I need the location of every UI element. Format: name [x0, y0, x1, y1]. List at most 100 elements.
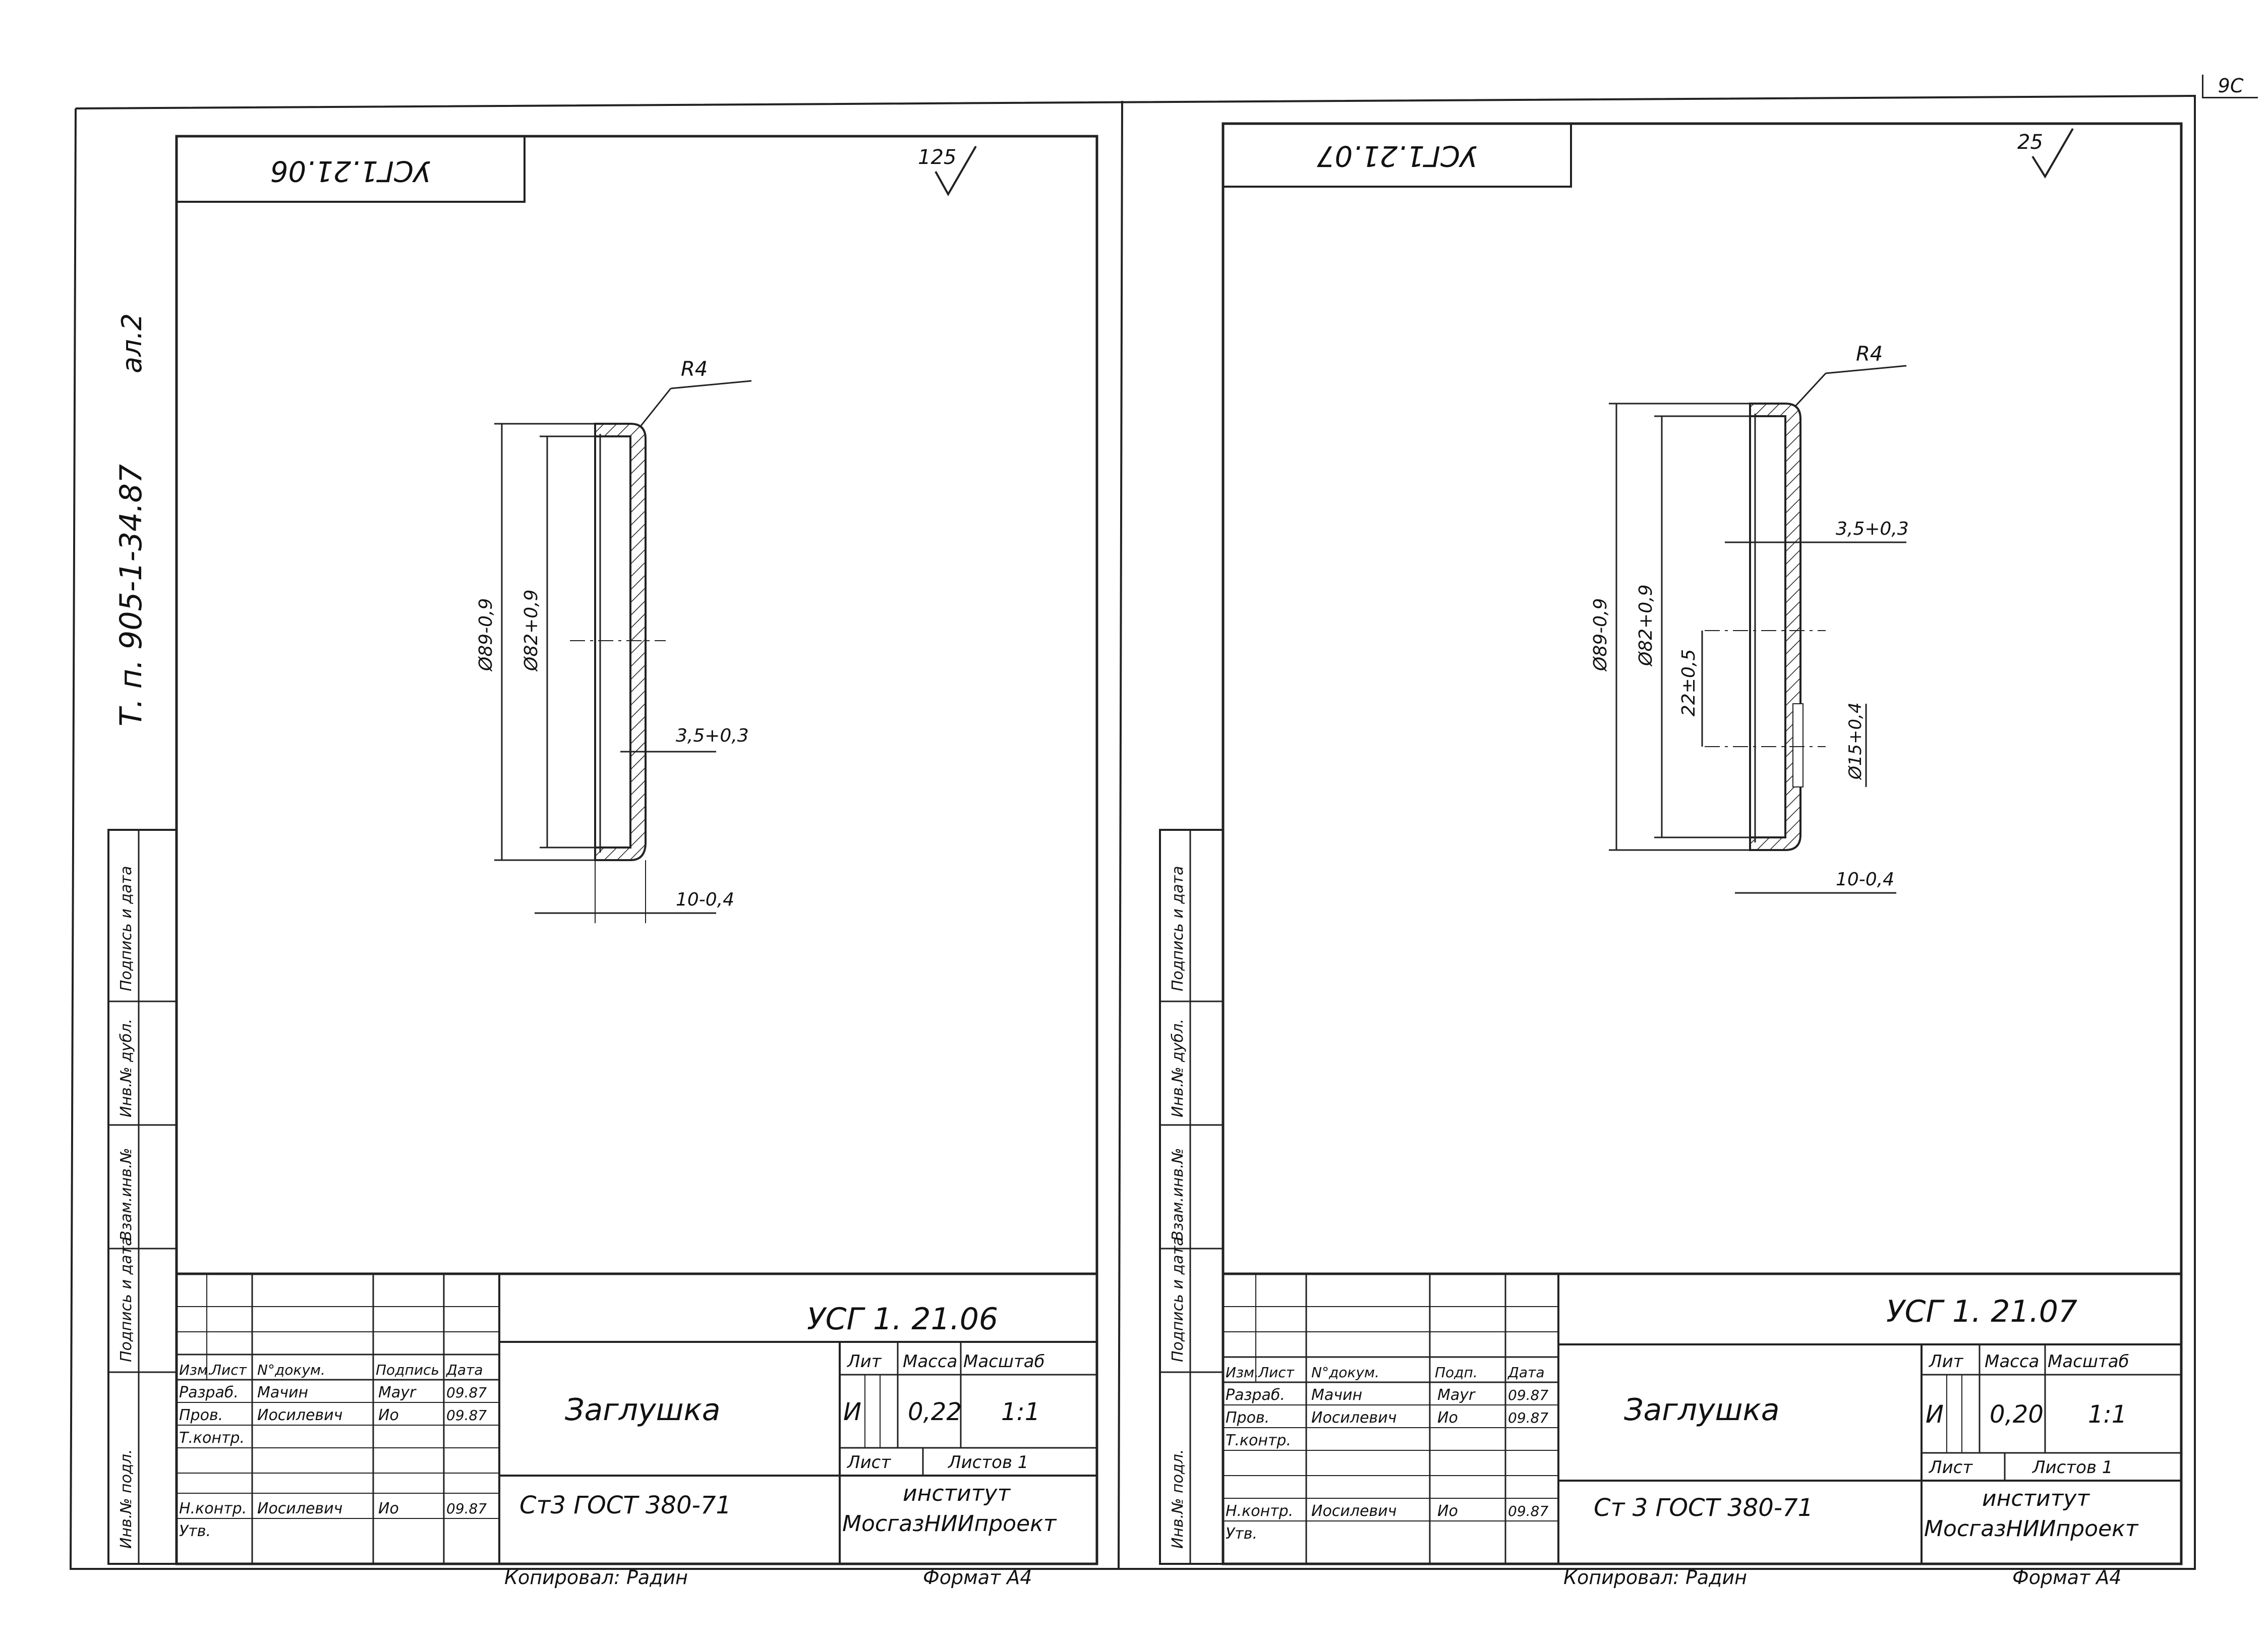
tb2-role-4: Н.контр. [1226, 1502, 1293, 1520]
tb-scale-label: Масштаб [963, 1351, 1045, 1372]
tb2-mass-label: Масса [1985, 1351, 2039, 1372]
format-2: Формат А4 [2012, 1566, 2121, 1589]
tb2-scale: 1:1 [2088, 1400, 2127, 1429]
tb2-date-0: 09.87 [1508, 1387, 1548, 1403]
tb-date-0: 09.87 [446, 1384, 487, 1401]
margin-label-3: Инв.№ дубл. [118, 1019, 135, 1117]
tb2-designation: УСГ 1. 21.07 [1886, 1294, 2077, 1329]
tb-role-2: Т.контр. [179, 1429, 245, 1447]
dim-radius: R4 [681, 358, 708, 381]
tb2-org-1: институт [1982, 1486, 2090, 1511]
tb2-lit: И [1926, 1400, 1944, 1429]
tb-designation: УСГ 1. 21.06 [807, 1302, 998, 1337]
copied-by-2: Копировал: Радин [1563, 1566, 1747, 1589]
sheet-number: 9С [2202, 75, 2258, 98]
tb2-role-0: Разраб. [1226, 1386, 1285, 1404]
dim-outer: Ø89-0,9 [476, 598, 496, 672]
tb2-sheets-label: Листов 1 [2031, 1457, 2113, 1478]
margin-label-2: Взам.инв.№ [118, 1148, 135, 1241]
tb2-header-izm: Изм. [1226, 1364, 1259, 1381]
dim-inner-2: Ø82+0,9 [1636, 584, 1656, 667]
margin2-label-2: Взам.инв.№ [1169, 1148, 1187, 1241]
roughness-value: 125 [918, 146, 956, 169]
tb-header-izm: Изм. [179, 1362, 212, 1378]
format: Формат А4 [923, 1566, 1032, 1589]
title-block-left: Изм. Лист N°докум. Подпись Дата Разраб. … [175, 1272, 1098, 1565]
tb2-header-doc: N°докум. [1311, 1364, 1379, 1381]
tb-scale: 1:1 [1001, 1398, 1040, 1426]
tb-mass: 0,22 [908, 1398, 962, 1426]
tb-name: Заглушка [565, 1392, 721, 1428]
tb-role-5: Утв. [179, 1522, 211, 1540]
tb-role-0: Разраб. [179, 1384, 239, 1401]
tb2-scale-label: Масштаб [2048, 1351, 2129, 1372]
dim-width: 10-0,4 [676, 889, 734, 910]
tb2-sheet-label: Лист [1928, 1457, 1973, 1478]
tb-sheets-label: Листов 1 [947, 1452, 1028, 1473]
dim-outer-2: Ø89-0,9 [1590, 598, 1611, 672]
tb-name-1: Иосилевич [257, 1406, 342, 1424]
tb-sign-4: Ио [378, 1500, 399, 1517]
tb2-sign-1: Ио [1437, 1409, 1458, 1427]
title-block-right: Изм. Лист N°докум. Подп. Дата Разраб. Пр… [1222, 1272, 2183, 1565]
dim-inner: Ø82+0,9 [521, 589, 542, 672]
tb-role-4: Н.контр. [179, 1500, 247, 1517]
dim-hole-offset: 22±0,5 [1678, 649, 1699, 716]
tb2-mass: 0,20 [1990, 1400, 2044, 1429]
tb2-material: Ст 3 ГОСТ 380-71 [1594, 1494, 1813, 1522]
tb2-name-4: Иосилевич [1311, 1502, 1397, 1520]
dim-wall-2: 3,5+0,3 [1836, 519, 1909, 539]
margin-label-4: Подпись и дата [118, 866, 135, 992]
mirrored-code: УСГ1.21.06 [270, 154, 431, 187]
tb2-lit-label: Лит [1928, 1351, 1964, 1372]
margin2-label-0: Инв.№ подл. [1169, 1449, 1187, 1549]
tb2-role-5: Утв. [1226, 1525, 1257, 1543]
tb-date-1: 09.87 [446, 1407, 487, 1424]
margin-label-1: Подпись и дата [118, 1237, 135, 1363]
album-ref: ал.2 [116, 313, 148, 373]
tb-org-1: институт [903, 1481, 1011, 1506]
margin2-label-3: Инв.№ дубл. [1169, 1019, 1187, 1117]
dim-wall: 3,5+0,3 [676, 725, 749, 746]
tb-mass-label: Масса [903, 1351, 957, 1372]
margin2-label-4: Подпись и дата [1169, 866, 1187, 992]
mirrored-code-2: УСГ1.21.07 [1317, 139, 1478, 172]
tb-header-doc: N°докум. [257, 1362, 325, 1378]
margin2-label-1: Подпись и дата [1169, 1237, 1187, 1363]
tb-role-1: Пров. [179, 1406, 223, 1424]
tb-header-list: Лист [210, 1362, 247, 1378]
tb2-header-list: Лист [1258, 1364, 1295, 1381]
tb-material: Ст3 ГОСТ 380-71 [519, 1491, 731, 1519]
margin-label-0: Инв.№ подл. [118, 1449, 135, 1549]
tb2-name-0: Мачин [1311, 1386, 1362, 1404]
margin-column-left: Инв.№ подл. Подпись и дата Взам.инв.№ Ин… [107, 829, 178, 1565]
dim-radius-2: R4 [1856, 343, 1883, 366]
roughness-value-2: 25 [2017, 131, 2043, 154]
tb2-name: Заглушка [1624, 1392, 1780, 1428]
tb-lit: И [843, 1398, 861, 1426]
tb-header-date: Дата [445, 1362, 483, 1378]
tb2-org-2: МосгазНИИпроект [1924, 1516, 2139, 1542]
sheet-left: УСГ1.21.06 125 Ø89-0,9 Ø82+0,9 R4 [175, 135, 1098, 1589]
tb-sign-1: Ио [378, 1406, 399, 1424]
tb-lit-label: Лит [846, 1351, 882, 1372]
tb2-date-4: 09.87 [1508, 1503, 1548, 1519]
margin-column-right: Инв.№ подл. Подпись и дата Взам.инв.№ Ин… [1159, 829, 1224, 1565]
sheet-right: УСГ1.21.07 25 Ø89-0,9 Ø82+0,9 22±0,5 Ø15… [1222, 122, 2183, 1589]
tb2-role-1: Пров. [1226, 1409, 1269, 1427]
dim-hole: Ø15+0,4 [1845, 702, 1866, 780]
tb-org-2: МосгазНИИпроект [842, 1511, 1057, 1537]
tb-date-4: 09.87 [446, 1500, 487, 1517]
project-ref: Т. п. 905-1-34.87 [113, 464, 149, 726]
tb2-header-sign: Подп. [1435, 1364, 1478, 1381]
tb-name-4: Иосилевич [257, 1500, 342, 1517]
tb2-sign-0: Mayr [1437, 1386, 1476, 1404]
dim-width-2: 10-0,4 [1836, 869, 1894, 890]
copied-by: Копировал: Радин [504, 1566, 688, 1589]
tb2-name-1: Иосилевич [1311, 1409, 1397, 1427]
tb-header-sign: Подпись [376, 1362, 439, 1378]
tb-sheet-label: Лист [846, 1452, 891, 1473]
tb2-header-date: Дата [1507, 1364, 1545, 1381]
